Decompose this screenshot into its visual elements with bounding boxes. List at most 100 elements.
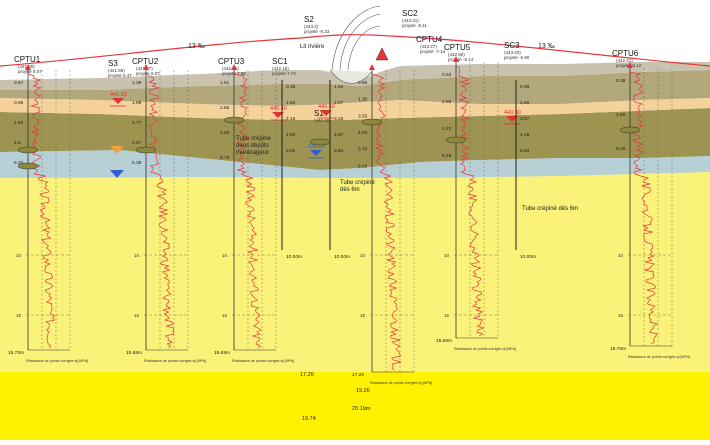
layer-topsoil: [0, 62, 710, 90]
organic-lens: [619, 126, 641, 134]
borehole-proj-sc3: projeté -5.90: [504, 55, 530, 60]
probe-axis-title: Résistance de pointe corrigée qt [MPa]: [232, 359, 294, 363]
water-level-marker: [310, 150, 322, 156]
probe-layer-depth: 0.95: [14, 100, 24, 106]
soil-layers: [0, 62, 710, 440]
borehole-layer-depth: 2.16: [286, 116, 296, 122]
deep-label-3: 20.19m: [352, 406, 371, 412]
probe-layer-depth: 1.39: [132, 80, 142, 86]
probe-axis-title: Résistance de pointe corrigée qt [MPa]: [454, 347, 516, 351]
probe-layer-depth: 3.57: [132, 140, 142, 146]
probe-proj-cptu2: projeté 8.07: [136, 71, 160, 76]
water-level-value: 440.30: [504, 110, 521, 116]
borehole-elev-s1: (442.30): [314, 118, 331, 123]
water-level-marker: [320, 110, 332, 116]
probe-head-marker: [453, 56, 459, 62]
probe-resistance-curve: [629, 71, 659, 345]
borehole-layer-depth: 1.52: [334, 84, 344, 90]
organic-lens: [361, 118, 383, 126]
borehole-layer-depth: 4.90: [286, 132, 296, 138]
probe-axis-title: Résistance de pointe corrigée qt [MPa]: [144, 359, 206, 363]
borehole-label-sc3: SC3: [504, 41, 520, 50]
borehole-label-sc1: SC1: [272, 57, 288, 66]
borehole-layer-depth: 0.58: [520, 84, 530, 90]
borehole-layer-depth: 3.25: [334, 116, 344, 122]
borehole-bottom-depth: 10.00m: [334, 254, 350, 260]
water-level-value: 440.40: [270, 106, 287, 112]
probe-head-marker: [25, 64, 31, 70]
organic-lens: [135, 146, 157, 154]
probe-elev-cptu3: (442.06): [222, 66, 239, 71]
probe-depth-tick-label: 15: [222, 313, 228, 318]
dynamic-layer: CPTU1(441.89)projeté 8.0715.72mRésistanc…: [8, 9, 690, 385]
probe-resistance-curve: [27, 73, 56, 349]
ground-surface-line: [0, 34, 710, 67]
borehole-bottom-depth: 10.00m: [286, 254, 302, 260]
probe-layer-depth: 0.39: [616, 78, 626, 84]
probe-label-cptu2: CPTU2: [132, 57, 159, 66]
probe-layer-depth: 3.55: [358, 113, 368, 119]
probe-head-marker: [369, 64, 375, 70]
probe-depth-tick-label: 15: [134, 313, 140, 318]
water-level-marker-blue: [110, 170, 124, 178]
borehole-label-s1: S1: [314, 109, 324, 118]
probe-layer-depth: 1.77: [132, 120, 142, 126]
probe-layer-depth: 1.80: [616, 112, 626, 118]
probe-depth-tick-label: 10: [618, 253, 624, 258]
probe-proj-cptu1: projeté 8.07: [18, 69, 42, 74]
water-level-value: 440.60: [318, 104, 335, 110]
probe-depth-tick-label: 10: [222, 253, 228, 258]
river-bed: [329, 69, 373, 84]
probe-bottom-depth: 17.26: [352, 372, 364, 378]
probe-elev-cptu1: (441.89): [18, 64, 35, 69]
probe-elev-cptu5: (442.80): [448, 52, 465, 57]
probe-layer-depth: 2.93: [442, 99, 452, 105]
probe-layer-depth: 0.53: [442, 72, 452, 78]
probe-layer-depth: 5.82: [358, 163, 368, 169]
probe-layer-depth: 5.38: [132, 160, 142, 166]
probe-bottom-depth: 15.69m: [214, 350, 230, 356]
probe-depth-tick-label: 10: [360, 253, 366, 258]
borehole-layer-depth: 5.60: [334, 148, 344, 154]
deep-label-4: 19.26: [356, 388, 370, 394]
organic-lens: [445, 136, 467, 144]
probe-label-cptu1: CPTU1: [14, 55, 41, 64]
probe-axis-title: Résistance de pointe corrigée qt [MPa]: [26, 359, 88, 363]
probe-label-cptu3: CPTU3: [218, 57, 245, 66]
probe-layer-depth: 4.23: [442, 126, 452, 132]
probe-depth-tick-label: 10: [16, 253, 22, 258]
borehole-elev-s3: (441.86): [108, 68, 125, 73]
borehole-layer-depth: 5.53: [520, 148, 530, 154]
sc2-marker: [375, 47, 389, 61]
probe-layer-depth: 5.49: [442, 153, 452, 159]
probe-depth-tick-label: 10: [444, 253, 450, 258]
layer-orange-sand: [0, 98, 710, 120]
annotation-tube-right: Tube crépiné dès 6m: [522, 206, 578, 212]
layer-sand: [0, 172, 710, 372]
layer-silt: [0, 70, 710, 106]
probe-layer-depth: 2.65: [220, 105, 230, 111]
borehole-layer-depth: 4.97: [334, 132, 344, 138]
borehole-label-sc2: SC2: [402, 9, 418, 18]
probe-depth-tick-label: 15: [444, 313, 450, 318]
water-level-marker: [506, 116, 518, 122]
probe-elev-cptu4: (443.27): [420, 44, 437, 49]
probe-bottom-depth: 15.66m: [436, 338, 452, 344]
probe-head-marker: [627, 62, 633, 68]
probe-resistance-curve: [145, 73, 175, 349]
borehole-layer-depth: 6.00: [286, 148, 296, 154]
probe-head-marker: [143, 64, 149, 70]
borehole-layer-depth: 1.50: [286, 100, 296, 106]
borehole-layer-depth: 0.36: [286, 84, 296, 90]
probe-layer-depth: 5.78: [358, 147, 368, 153]
probe-layer-depth: 5.75: [220, 155, 230, 161]
borehole-elev-s2: (443.2): [304, 24, 319, 29]
probe-layer-depth: 0.57: [14, 80, 24, 86]
probe-elev-cptu6: (442.41): [616, 58, 633, 63]
probe-depth-tick-label: 15: [360, 313, 366, 318]
borehole-elev-sc3: (443.40): [504, 50, 521, 55]
probe-label-cptu5: CPTU5: [444, 43, 471, 52]
